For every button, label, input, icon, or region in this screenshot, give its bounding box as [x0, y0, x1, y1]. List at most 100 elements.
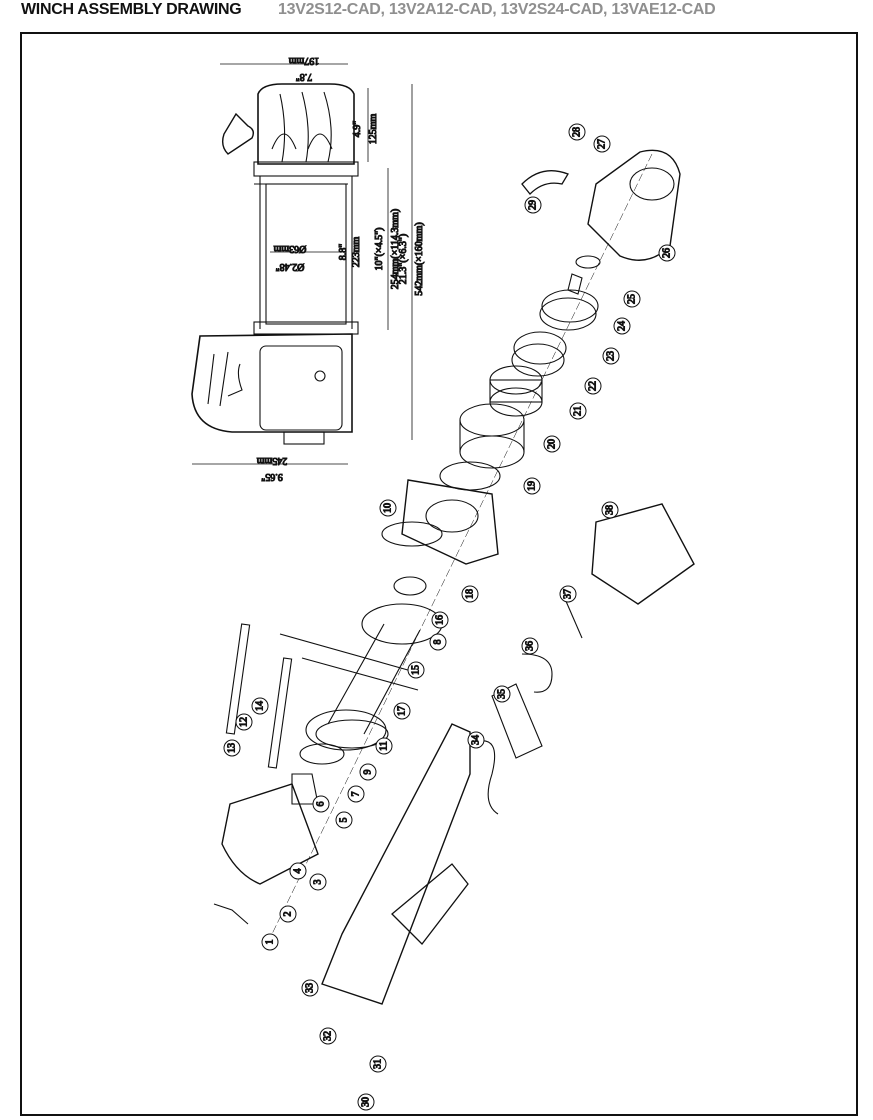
- part-8-bearing: [393, 576, 427, 596]
- cap-opening: [629, 167, 675, 201]
- callout-10: 10: [379, 499, 397, 517]
- svg-text:6: 6: [316, 802, 327, 807]
- callout-6: 6: [312, 795, 330, 813]
- svg-text:34: 34: [471, 735, 482, 745]
- callout-31: 31: [369, 1055, 387, 1073]
- part-34-cable: [473, 740, 499, 815]
- dim-base-in: 9.65": [261, 471, 283, 482]
- page-header: WINCH ASSEMBLY DRAWING 13V2S12-CAD, 13V2…: [0, 0, 873, 26]
- carrier-rim-3: [489, 387, 543, 417]
- assembly-drawing: 197mm 7.8" 4.9" 125mm Ø63mm Ø2.48" 8.8" …: [191, 54, 695, 1111]
- drawing-title: WINCH ASSEMBLY DRAWING: [21, 1, 242, 18]
- callout-28: 28: [568, 123, 586, 141]
- part-22-carrier: [513, 331, 567, 365]
- svg-text:31: 31: [373, 1059, 384, 1069]
- motor-cover: [259, 345, 343, 431]
- svg-text:8: 8: [433, 640, 444, 645]
- cap-rib: [279, 91, 332, 163]
- svg-text:30: 30: [361, 1097, 372, 1107]
- svg-text:3: 3: [313, 880, 324, 885]
- dim-mount-mm: 254mm(×114.3mm): [390, 209, 401, 290]
- svg-text:32: 32: [323, 1031, 334, 1041]
- callout-35: 35: [493, 685, 511, 703]
- callout-16: 16: [431, 611, 449, 629]
- part-25-washer: [575, 255, 601, 269]
- housing-bore: [425, 499, 479, 533]
- svg-text:25: 25: [627, 294, 638, 304]
- part-1-handle: [213, 903, 249, 925]
- svg-text:26: 26: [662, 248, 673, 258]
- svg-text:38: 38: [605, 505, 616, 515]
- part-17-drum-body: [327, 623, 421, 735]
- callout-38: 38: [601, 501, 619, 519]
- dim-width-in: 7.8": [296, 71, 313, 82]
- part-31-fairlead: [391, 863, 469, 945]
- part-9-bushing: [299, 743, 345, 765]
- callout-34: 34: [467, 731, 485, 749]
- svg-text:2: 2: [283, 912, 294, 917]
- dim-drum-dia-mm: Ø63mm: [273, 243, 306, 254]
- motor-bolt: [314, 370, 326, 382]
- dim-end-in: 4.9": [352, 121, 363, 138]
- model-numbers: 13V2S12-CAD, 13V2A12-CAD, 13V2S24-CAD, 1…: [278, 1, 716, 18]
- callout-5: 5: [335, 811, 353, 829]
- callout-30: 30: [357, 1093, 375, 1111]
- motor-terminal: [283, 431, 325, 445]
- callout-20: 20: [543, 435, 561, 453]
- part-26-gear-cap: [587, 149, 681, 261]
- svg-text:29: 29: [528, 200, 539, 210]
- svg-text:18: 18: [465, 589, 476, 599]
- dim-total-mm: 542mm(×160mm): [414, 222, 425, 295]
- part-15-tie-bar: [279, 633, 423, 675]
- svg-text:36: 36: [525, 641, 536, 651]
- motor-housing: [191, 333, 353, 433]
- dim-width-mm: 197mm: [289, 55, 320, 66]
- callout-32: 32: [319, 1027, 337, 1045]
- callout-2: 2: [279, 905, 297, 923]
- ring-gear-rim: [459, 435, 525, 469]
- dim-drum-dia-in: Ø2.48": [276, 261, 305, 272]
- svg-text:4: 4: [293, 869, 304, 874]
- drum: [265, 183, 347, 325]
- dimension-annotations: 197mm 7.8" 4.9" 125mm Ø63mm Ø2.48" 8.8" …: [256, 54, 426, 482]
- svg-text:37: 37: [563, 589, 574, 599]
- svg-text:5: 5: [339, 818, 350, 823]
- carrier-body: [489, 379, 543, 403]
- callout-25: 25: [623, 290, 641, 308]
- callout-12: 12: [235, 713, 253, 731]
- callout-11: 11: [375, 737, 393, 755]
- carrier-rim: [539, 297, 597, 331]
- callout-19: 19: [523, 477, 541, 495]
- part-38-control-box: [591, 503, 695, 605]
- callout-26: 26: [658, 244, 676, 262]
- dim-end-mm: 125mm: [368, 114, 379, 145]
- part-17-drum-flange-right: [361, 603, 443, 645]
- callout-29: 29: [524, 196, 542, 214]
- ring-gear-body: [459, 420, 525, 452]
- clutch-lever: [221, 112, 255, 155]
- callout-22: 22: [584, 377, 602, 395]
- callout-14: 14: [251, 697, 269, 715]
- part-11-plate: [315, 719, 389, 749]
- callout-37: 37: [559, 585, 577, 603]
- callout-24: 24: [613, 317, 631, 335]
- carrier-rim-2: [511, 343, 565, 377]
- svg-text:7: 7: [351, 792, 362, 797]
- callout-23: 23: [602, 347, 620, 365]
- part-24-sun-gear: [567, 273, 583, 295]
- dim-total-in: 21.3"(×6.3"): [398, 234, 409, 284]
- callout-17: 17: [393, 702, 411, 720]
- assembly-axis: [271, 153, 653, 935]
- svg-text:27: 27: [597, 139, 608, 149]
- callout-1: 1: [261, 933, 279, 951]
- svg-text:17: 17: [397, 706, 408, 716]
- callout-15: 15: [407, 661, 425, 679]
- svg-text:23: 23: [606, 351, 617, 361]
- svg-text:13: 13: [227, 743, 238, 753]
- callout-9: 9: [359, 763, 377, 781]
- svg-text:1: 1: [265, 940, 276, 945]
- callout-36: 36: [521, 637, 539, 655]
- dim-drum-len-in: 8.8": [338, 244, 349, 261]
- callout-27: 27: [593, 135, 611, 153]
- svg-text:21: 21: [573, 406, 584, 416]
